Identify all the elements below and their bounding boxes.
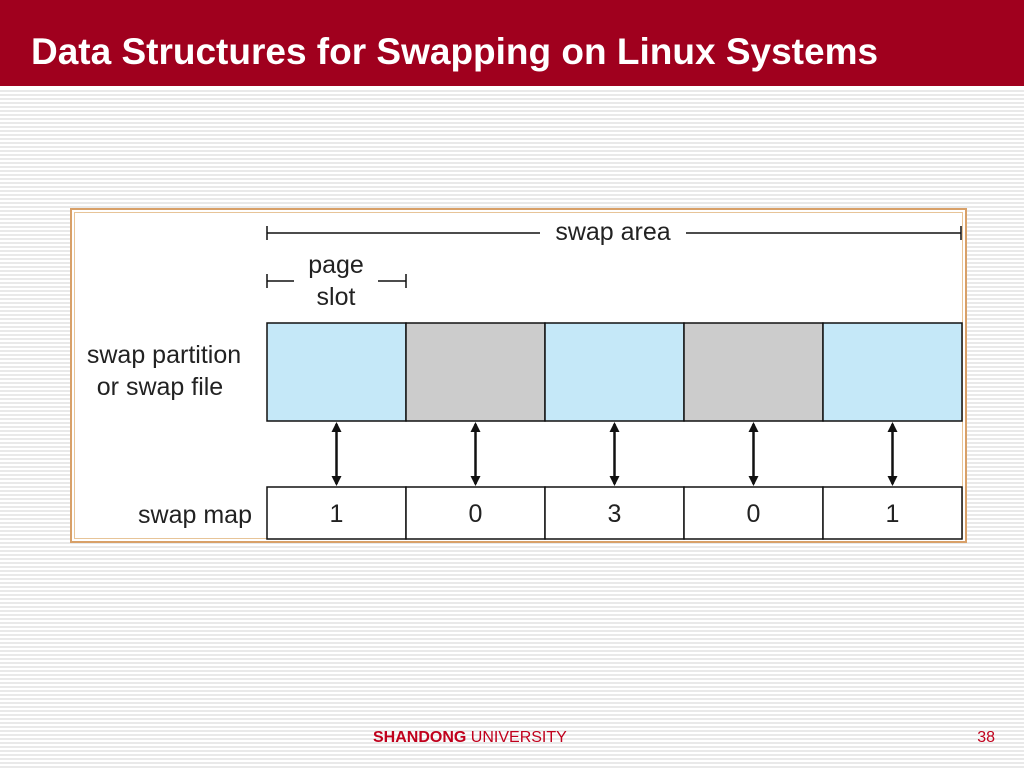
swap-map-cell-2	[405, 486, 546, 540]
swap-map-value-5: 1	[886, 500, 900, 528]
swap-map-value-4: 0	[747, 500, 761, 528]
page-number: 38	[977, 729, 995, 746]
slide-title: Data Structures for Swapping on Linux Sy…	[31, 31, 879, 72]
footer-institution-bold: SHANDONG	[373, 729, 467, 746]
slot-map-arrows	[331, 422, 898, 486]
swap-map-value-3: 3	[608, 500, 622, 528]
footer-institution-regular: UNIVERSITY	[470, 729, 567, 746]
page-slot-label-line2: slot	[317, 283, 356, 311]
swap-slots	[266, 322, 963, 422]
page-slot-3	[544, 322, 685, 422]
swap-map-cell-1	[266, 486, 407, 540]
swap-map-value-1: 1	[330, 500, 344, 528]
title-bar-divider	[0, 86, 1024, 90]
swap-map-cell-5	[822, 486, 963, 540]
swap-map-cell-3	[544, 486, 685, 540]
page-slot-5	[822, 322, 963, 422]
swap-area-dimension: swap area	[266, 218, 962, 246]
page-slot-2	[405, 322, 546, 422]
page-slot-4	[683, 322, 824, 422]
swap-map-cell-4	[683, 486, 824, 540]
footer-institution: SHANDONG UNIVERSITY	[373, 728, 567, 748]
swap-partition-label-line2: or swap file	[97, 373, 223, 401]
swap-map-label: swap map	[138, 501, 252, 529]
swap-area-label: swap area	[555, 218, 670, 246]
swap-partition-label-line1: swap partition	[87, 341, 241, 369]
title-bar: Data Structures for Swapping on Linux Sy…	[0, 0, 1024, 86]
page-slot-1	[266, 322, 407, 422]
swap-map-value-2: 0	[469, 500, 483, 528]
swap-map-cells: 1 0 3 0 1	[266, 486, 963, 540]
page-slot-label-line1: page	[308, 251, 364, 279]
page-slot-dimension: page slot	[266, 251, 407, 311]
